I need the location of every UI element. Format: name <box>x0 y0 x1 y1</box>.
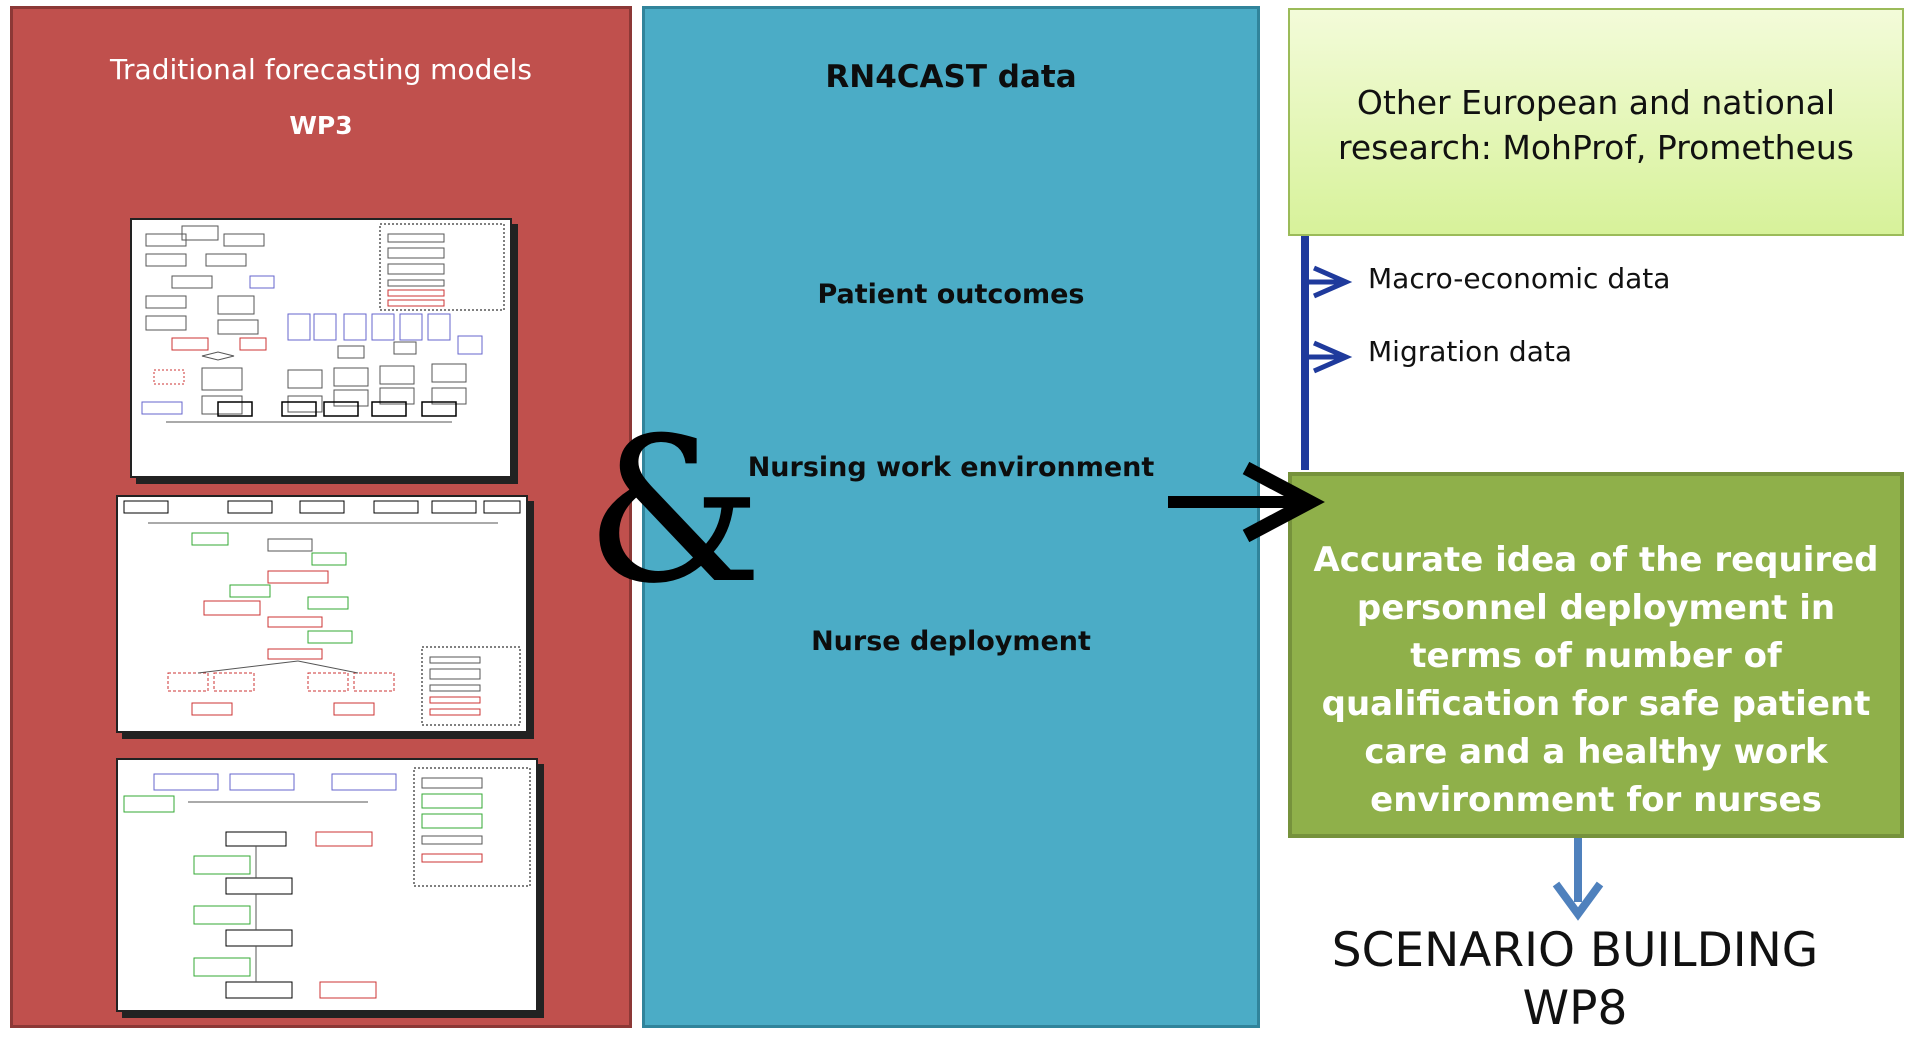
flow-diagram-thumbnail-1 <box>130 218 512 478</box>
patient-outcomes-label: Patient outcomes <box>817 279 1085 310</box>
nursing-work-environment-label: Nursing work environment <box>747 452 1155 483</box>
scenario-building-label: SCENARIO BUILDING WP8 <box>1300 922 1850 1038</box>
other-research-box: Other European and national research: Mo… <box>1288 8 1904 236</box>
wp3-label: WP3 <box>289 111 353 140</box>
down-arrow-icon <box>1552 881 1604 921</box>
flow-diagram-thumbnail-3 <box>116 758 538 1012</box>
flow-diagram-2-graphic <box>123 500 521 726</box>
rn4cast-panel: RN4CAST data Patient outcomes Nursing wo… <box>642 6 1260 1028</box>
wp8-line: WP8 <box>1522 981 1628 1036</box>
flow-diagram-3-graphic <box>123 767 531 999</box>
outcome-text: Accurate idea of the required personnel … <box>1313 540 1879 820</box>
nurse-deployment-label: Nurse deployment <box>811 626 1091 657</box>
ampersand-symbol: & <box>585 395 764 628</box>
rn4cast-title: RN4CAST data <box>825 59 1077 95</box>
traditional-models-title: Traditional forecasting models <box>110 53 532 86</box>
macro-economic-data-label: Macro-economic data <box>1368 262 1671 295</box>
flow-diagram-1-graphic <box>141 223 505 423</box>
outcome-box: Accurate idea of the required personnel … <box>1288 472 1904 838</box>
macro-arrow-icon <box>1312 265 1353 299</box>
other-research-text: Other European and national research: Mo… <box>1338 83 1854 167</box>
migration-arrow-icon <box>1312 340 1353 374</box>
main-arrow-icon <box>1242 461 1325 543</box>
flow-diagram-thumbnail-2 <box>116 495 528 733</box>
migration-data-label: Migration data <box>1368 335 1572 368</box>
scenario-building-line: SCENARIO BUILDING <box>1331 923 1819 978</box>
